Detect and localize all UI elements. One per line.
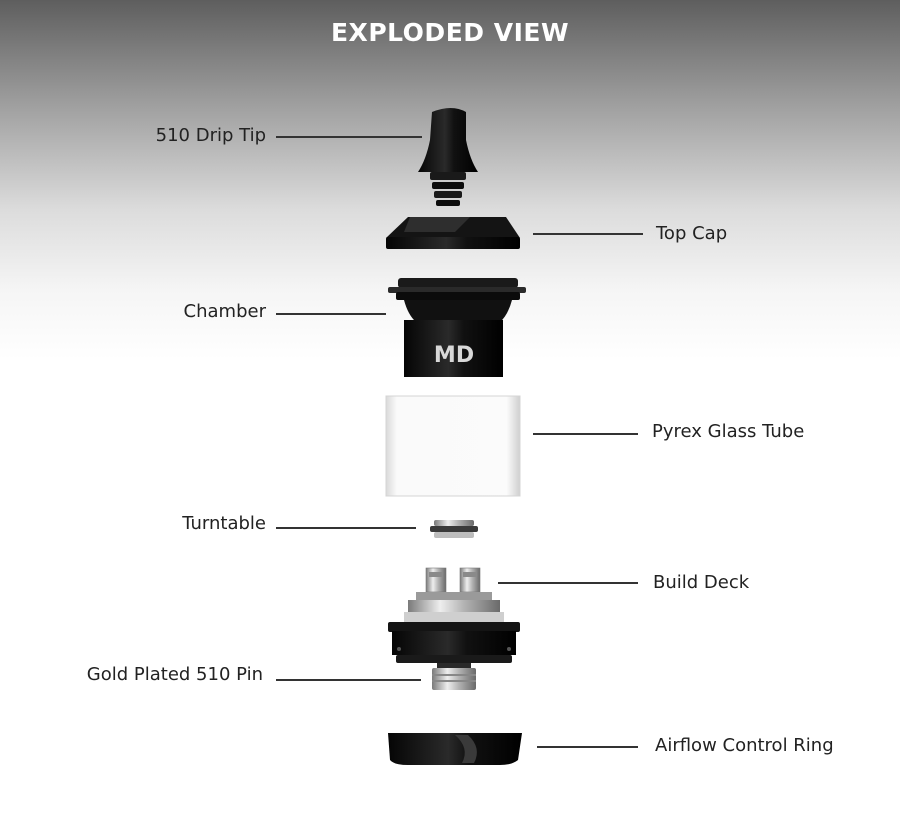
label-chamber: Chamber: [183, 301, 266, 322]
leader-line-drip-tip: [276, 136, 422, 138]
label-turntable: Turntable: [182, 513, 266, 534]
md-logo: MD: [434, 343, 474, 368]
leader-line-turntable: [276, 527, 416, 529]
label-drip-tip: 510 Drip Tip: [155, 125, 266, 146]
drip-tip-part: [418, 108, 478, 206]
label-glass-tube: Pyrex Glass Tube: [652, 421, 805, 442]
leader-line-glass-tube: [533, 433, 638, 435]
gold-plated-510-pin: [432, 668, 476, 690]
label-top-cap: Top Cap: [656, 223, 728, 244]
top-cap-part: [386, 217, 520, 249]
label-pin: Gold Plated 510 Pin: [86, 664, 263, 685]
leader-line-top-cap: [533, 233, 643, 235]
leader-line-chamber: [276, 313, 386, 315]
leader-line-airflow-ring: [537, 746, 638, 748]
turntable-part: [430, 520, 478, 538]
airflow-control-ring-part: [388, 733, 522, 765]
build-deck-part: [388, 567, 520, 690]
glass-tube-part: [385, 395, 521, 497]
label-build-deck: Build Deck: [653, 572, 750, 593]
page-title: EXPLODED VIEW: [330, 18, 570, 47]
leader-line-build-deck: [498, 582, 638, 584]
label-airflow-ring: Airflow Control Ring: [655, 735, 834, 756]
leader-line-pin: [276, 679, 421, 681]
chamber-part: MD: [388, 278, 526, 377]
